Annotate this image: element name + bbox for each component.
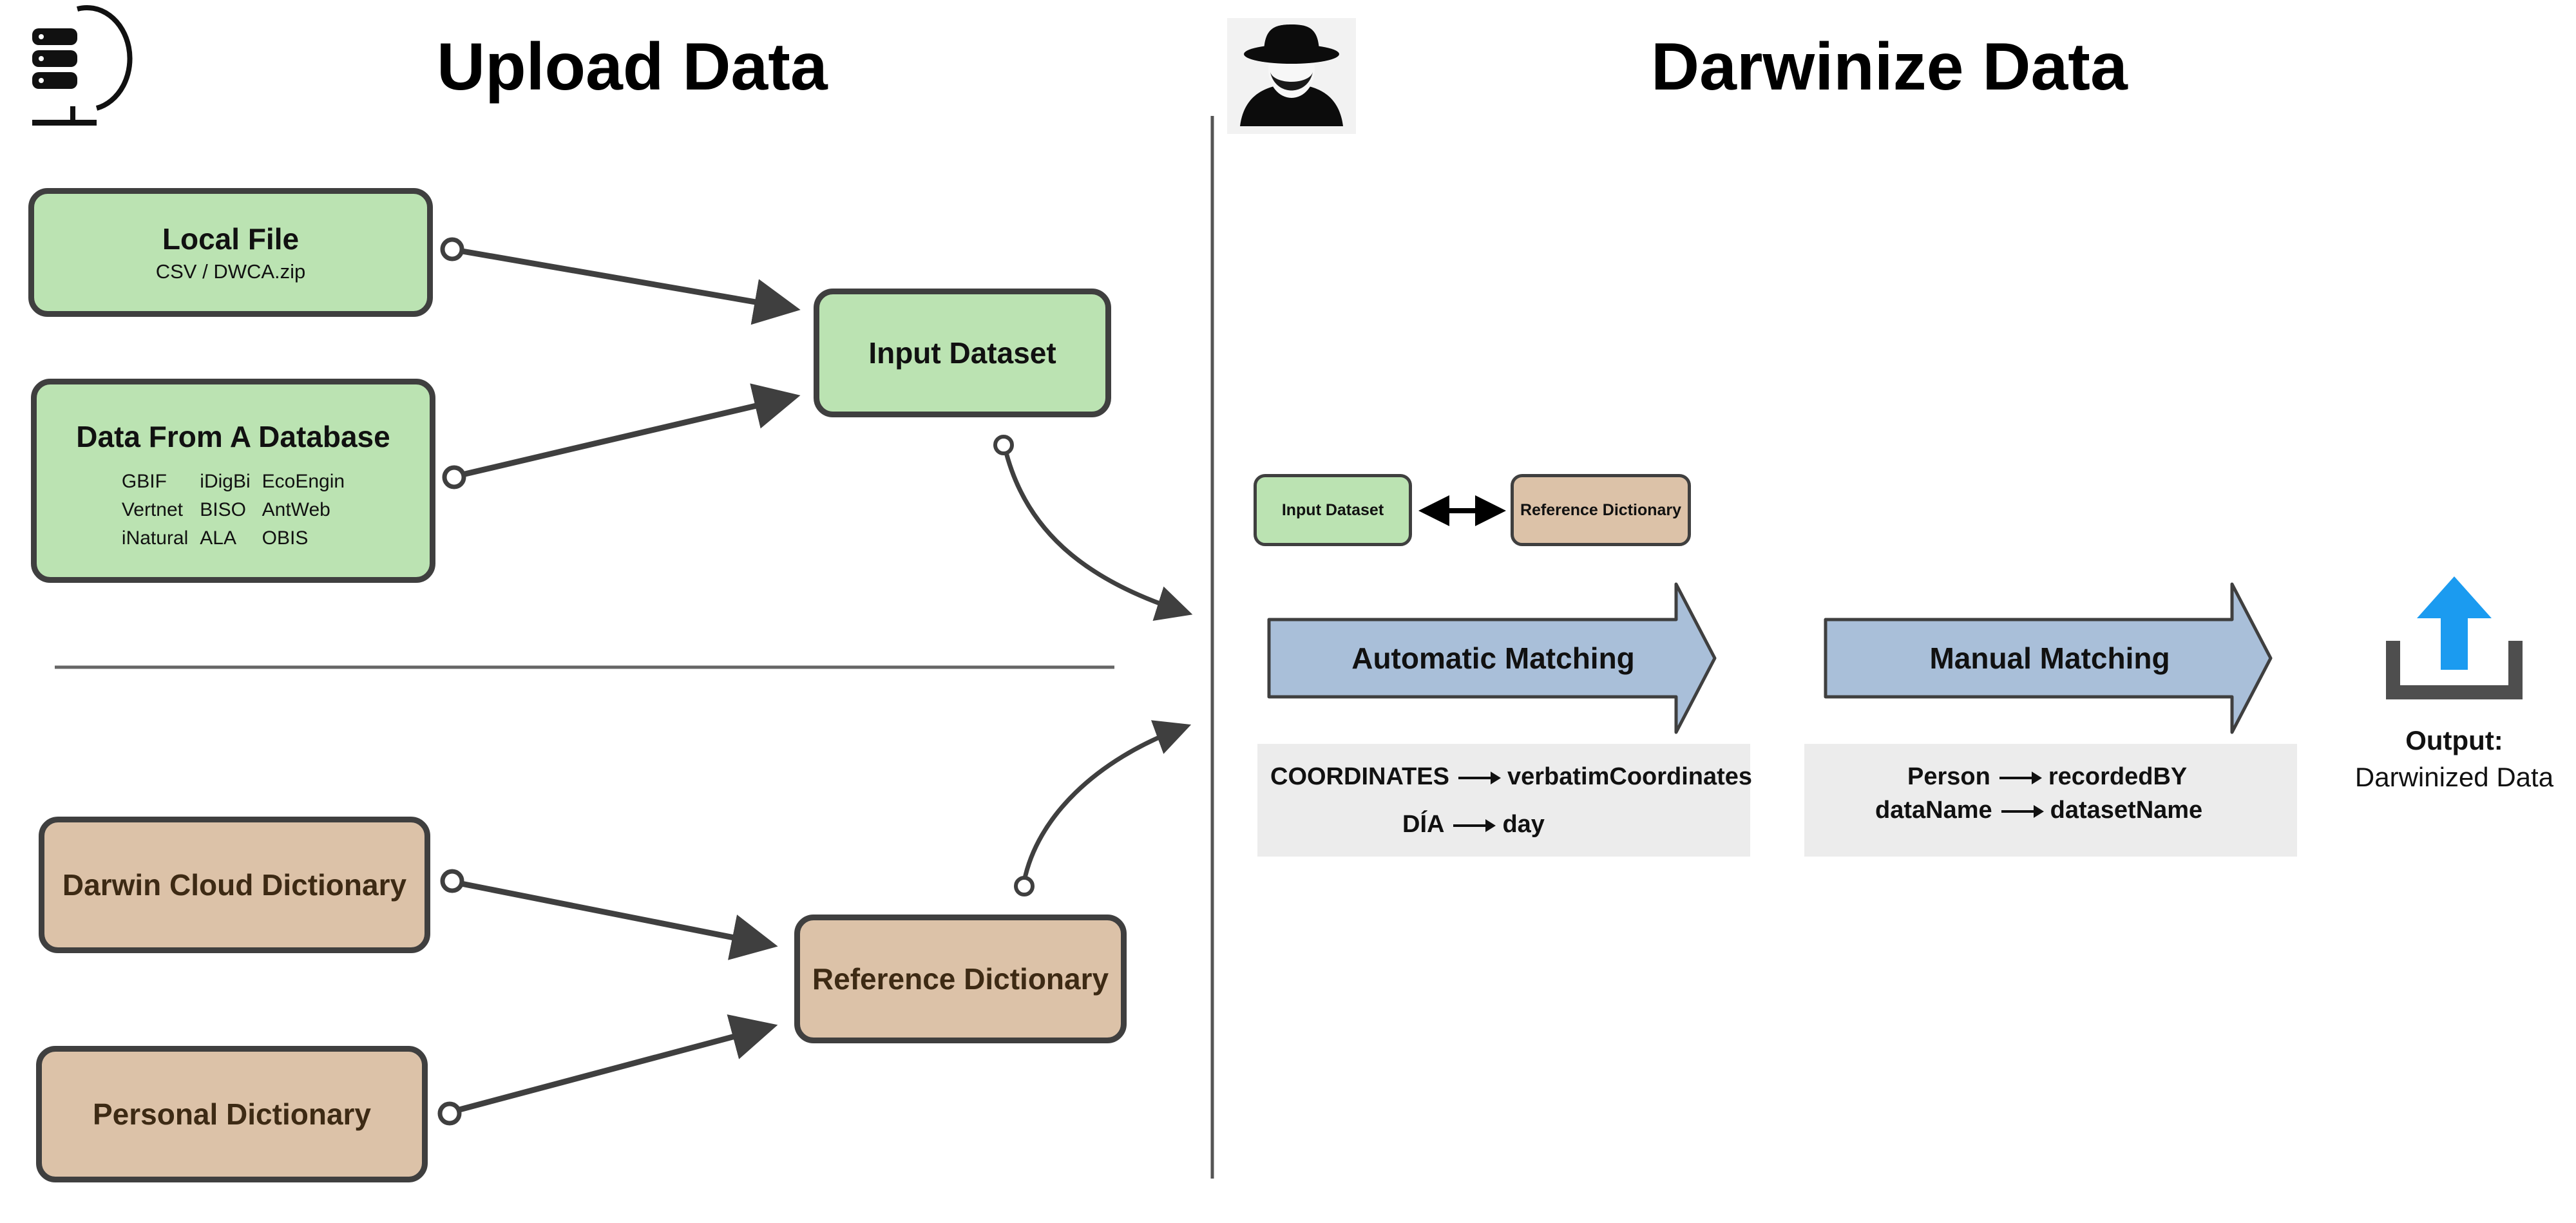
mapping-row: dataName datasetName	[1875, 797, 2202, 824]
local-file-subtitle: CSV / DWCA.zip	[155, 260, 306, 283]
pair-reference-dictionary: Reference Dictionary	[1511, 474, 1691, 546]
mapping-target: recordedBY	[2048, 763, 2188, 790]
output-title: Output:	[2405, 725, 2503, 755]
mapping-arrow-icon	[2001, 804, 2044, 818]
local-file-node: Local File CSV / DWCA.zip	[28, 188, 433, 317]
mapping-row: Person recordedBY	[1907, 763, 2187, 791]
mapping-source: COORDINATES	[1270, 763, 1449, 790]
hat-man-icon	[1227, 18, 1356, 134]
mapping-arrow-icon	[1999, 771, 2042, 784]
automatic-matching-label: Automatic Matching	[1351, 641, 1635, 675]
connector-input-to-darwinize	[993, 435, 1193, 621]
mapping-source: dataName	[1875, 797, 1992, 824]
provider-label: Vertnet	[121, 499, 183, 520]
provider-label: GBIF	[121, 471, 167, 492]
manual-matching-label: Manual Matching	[1929, 641, 2170, 675]
database-provider-grid: GBIF iDigBi EcoEngin Vertnet BISO AntWeb…	[122, 471, 345, 549]
provider-label: OBIS	[262, 527, 309, 549]
connector-local-file	[440, 237, 801, 325]
database-globe-icon	[32, 5, 133, 126]
provider-label: iNatural	[121, 527, 189, 549]
provider-label: AntWeb	[262, 499, 330, 520]
provider-label: ALA	[200, 527, 236, 549]
provider-label: iDigBi	[200, 471, 251, 492]
connector-database	[442, 383, 801, 489]
local-file-title: Local File	[162, 222, 300, 256]
automatic-matching-arrow	[1267, 582, 1717, 734]
mapping-row: COORDINATES verbatimCoordinates	[1270, 763, 1752, 791]
output-subtitle: Darwinized Data	[2354, 761, 2554, 792]
mapping-arrow-icon	[1453, 819, 1496, 832]
pair-input-dataset: Input Dataset	[1254, 474, 1412, 546]
input-dataset-node: Input Dataset	[814, 289, 1111, 417]
output-label: Output: Darwinized Data	[2338, 723, 2570, 795]
connector-darwin-cloud	[440, 869, 778, 960]
darwin-cloud-dictionary-title: Darwin Cloud Dictionary	[62, 868, 407, 902]
provider-label: EcoEngin	[262, 471, 345, 492]
connector-reference-to-darwinize	[1014, 720, 1192, 896]
darwin-cloud-dictionary-node: Darwin Cloud Dictionary	[39, 817, 430, 953]
mapping-target: verbatimCoordinates	[1507, 763, 1753, 790]
personal-dictionary-title: Personal Dictionary	[92, 1097, 372, 1131]
manual-matching-arrow	[1824, 582, 2273, 734]
personal-dictionary-node: Personal Dictionary	[36, 1046, 428, 1182]
mapping-target: day	[1502, 811, 1545, 838]
database-title: Data From A Database	[76, 420, 390, 453]
input-dataset-title: Input Dataset	[868, 336, 1056, 370]
mapping-source: Person	[1907, 763, 1990, 790]
database-node: Data From A Database GBIF iDigBi EcoEngi…	[31, 379, 435, 583]
darwinize-data-heading: Darwinize Data	[1651, 30, 2128, 104]
automatic-mapping-panel: COORDINATES verbatimCoordinates DÍA day	[1257, 744, 1752, 857]
connector-personal	[437, 1014, 778, 1126]
reference-dictionary-node: Reference Dictionary	[794, 915, 1127, 1043]
mapping-row: DÍA day	[1402, 811, 1545, 839]
mapping-arrow-icon	[1458, 771, 1501, 784]
provider-label: BISO	[200, 499, 246, 520]
reference-dictionary-title: Reference Dictionary	[812, 962, 1109, 996]
upload-icon	[2386, 576, 2523, 699]
mapping-source: DÍA	[1402, 811, 1445, 838]
mapping-target: datasetName	[2050, 797, 2203, 824]
upload-data-heading: Upload Data	[437, 30, 828, 104]
manual-mapping-panel: Person recordedBY dataName datasetName	[1804, 744, 2297, 857]
